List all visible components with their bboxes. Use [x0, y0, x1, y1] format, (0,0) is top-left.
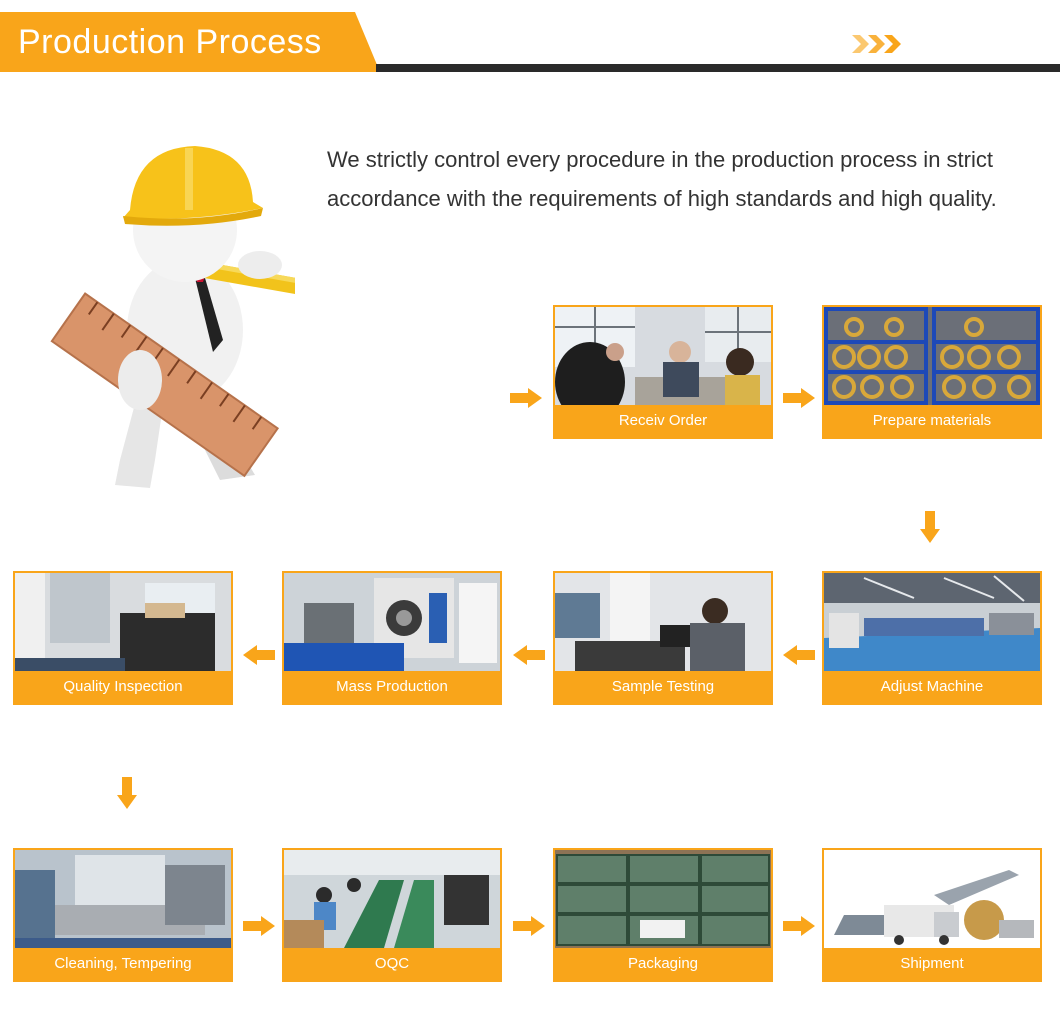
step-label: Adjust Machine — [824, 671, 1040, 703]
step-sample-testing: Sample Testing — [553, 571, 773, 705]
cartons-photo — [555, 850, 771, 948]
step-prepare-materials: Prepare materials — [822, 305, 1042, 439]
step-quality-inspection: Quality Inspection — [13, 571, 233, 705]
step-label: Quality Inspection — [15, 671, 231, 703]
machine-photo — [284, 573, 500, 671]
arrow-down-icon — [920, 511, 940, 543]
intro-paragraph: We strictly control every procedure in t… — [327, 147, 997, 211]
step-label: Receiv Order — [555, 405, 771, 437]
transport-photo — [824, 850, 1040, 948]
step-label: Shipment — [824, 948, 1040, 980]
factory-floor-photo — [824, 573, 1040, 671]
step-label: Packaging — [555, 948, 771, 980]
arrow-right-icon — [783, 388, 815, 408]
title-tab — [0, 12, 380, 72]
step-mass-production: Mass Production — [282, 571, 502, 705]
page-title: Production Process — [18, 23, 322, 61]
page-header: Production Process — [0, 0, 1060, 80]
material-rack-photo — [824, 307, 1040, 405]
worker-mascot-illustration — [50, 146, 295, 488]
arrow-right-icon — [510, 388, 542, 408]
step-label: OQC — [284, 948, 500, 980]
meeting-photo — [555, 307, 771, 405]
step-label: Sample Testing — [555, 671, 771, 703]
header-divider — [376, 64, 1060, 72]
step-label: Cleaning, Tempering — [15, 948, 231, 980]
step-packaging: Packaging — [553, 848, 773, 982]
arrow-right-icon — [783, 916, 815, 936]
step-label: Mass Production — [284, 671, 500, 703]
step-shipment: Shipment — [822, 848, 1042, 982]
arrow-left-icon — [243, 645, 275, 665]
step-cleaning-tempering: Cleaning, Tempering — [13, 848, 233, 982]
step-adjust-machine: Adjust Machine — [822, 571, 1042, 705]
arrow-left-icon — [783, 645, 815, 665]
inspection-machine-photo — [15, 573, 231, 671]
arrow-down-icon — [117, 777, 137, 809]
lab-testing-photo — [555, 573, 771, 671]
cleaning-line-photo — [15, 850, 231, 948]
step-oqc: OQC — [282, 848, 502, 982]
step-receive-order: Receiv Order — [553, 305, 773, 439]
triple-chevron-icon — [852, 35, 901, 53]
arrow-right-icon — [243, 916, 275, 936]
step-label: Prepare materials — [824, 405, 1040, 437]
arrow-left-icon — [513, 645, 545, 665]
arrow-right-icon — [513, 916, 545, 936]
assembly-line-photo — [284, 850, 500, 948]
